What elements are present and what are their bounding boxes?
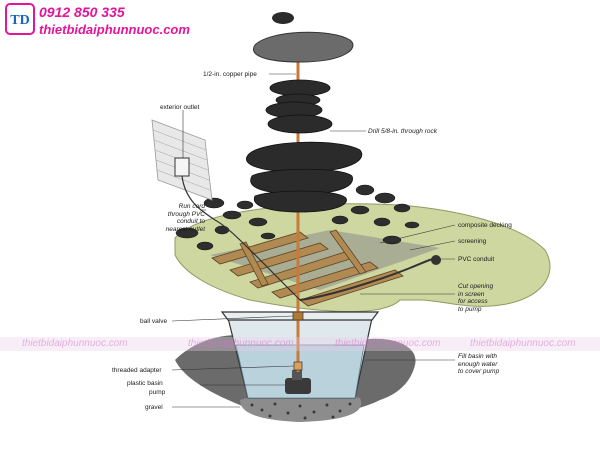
label-exterior-outlet: exterior outlet [160, 104, 200, 111]
run-cord-line-1: Run cord [178, 203, 205, 210]
label-drill: Drill 5/8-in. through rock [368, 128, 437, 135]
run-cord-line-4: nearest outlet [165, 225, 205, 233]
label-plastic-basin: plastic basin [127, 380, 163, 387]
watermark-text-2: thietbidaiphunnuoc.com [188, 338, 294, 349]
ball-valve-shape [292, 311, 304, 321]
leader-lines [171, 73, 456, 408]
watermark-text-1: thietbidaiphunnuoc.com [22, 338, 128, 349]
cut-opening-line-1: Cut opening [458, 283, 494, 290]
brand-logo-icon: TD [5, 3, 35, 35]
brand-header: TD 0912 850 335 thietbidaiphunnuoc.com [5, 3, 220, 39]
cut-opening-line-4: to pump [458, 305, 482, 313]
fill-basin-line-3: to cover pump [458, 368, 500, 375]
watermark-text-4: thietbidaiphunnuoc.com [470, 338, 576, 349]
top-stone-small [272, 12, 294, 24]
run-cord-line-2: through PVC [167, 210, 205, 218]
label-run-cord: Run cord through PVC conduit to nearest … [125, 203, 205, 233]
gravel-dots [250, 402, 352, 420]
label-copper-pipe: 1/2-in. copper pipe [203, 71, 257, 78]
outlet-cord [181, 175, 301, 301]
label-screening: screening [458, 238, 487, 245]
watermark-text-3: thietbidaiphunnuoc.com [335, 338, 441, 349]
threaded-adapter-shape [293, 361, 303, 371]
label-ball-valve: ball valve [140, 318, 168, 325]
label-composite-decking: composite decking [458, 222, 512, 229]
fill-basin-line-2: enough water [458, 360, 498, 368]
run-cord-line-3: conduit to [176, 218, 205, 225]
watermark-band [0, 337, 600, 351]
scattered-pebbles [175, 184, 420, 251]
top-stone-flat [253, 31, 354, 63]
label-pump: pump [149, 389, 166, 396]
label-fill-basin: Fill basin with enough water to cover pu… [458, 353, 499, 376]
brand-logo-letters: TD [10, 13, 29, 28]
cut-opening-line-3: for access [458, 298, 488, 305]
label-threaded-adapter: threaded adapter [112, 367, 162, 374]
pump-body [285, 378, 311, 394]
label-gravel: gravel [145, 404, 163, 411]
cut-opening-line-2: in screen [458, 290, 485, 298]
label-pvc-conduit: PVC conduit [458, 256, 495, 263]
label-cut-opening: Cut opening in screen for access to pump [458, 283, 493, 313]
conduit-end [431, 255, 441, 265]
brand-site: thietbidaiphunnuoc.com [39, 22, 190, 37]
outlet-box [174, 157, 190, 177]
rock-stack [246, 79, 363, 213]
brand-phone: 0912 850 335 [39, 4, 125, 20]
pump-top [292, 370, 302, 380]
fill-basin-line-1: Fill basin with [458, 353, 498, 360]
